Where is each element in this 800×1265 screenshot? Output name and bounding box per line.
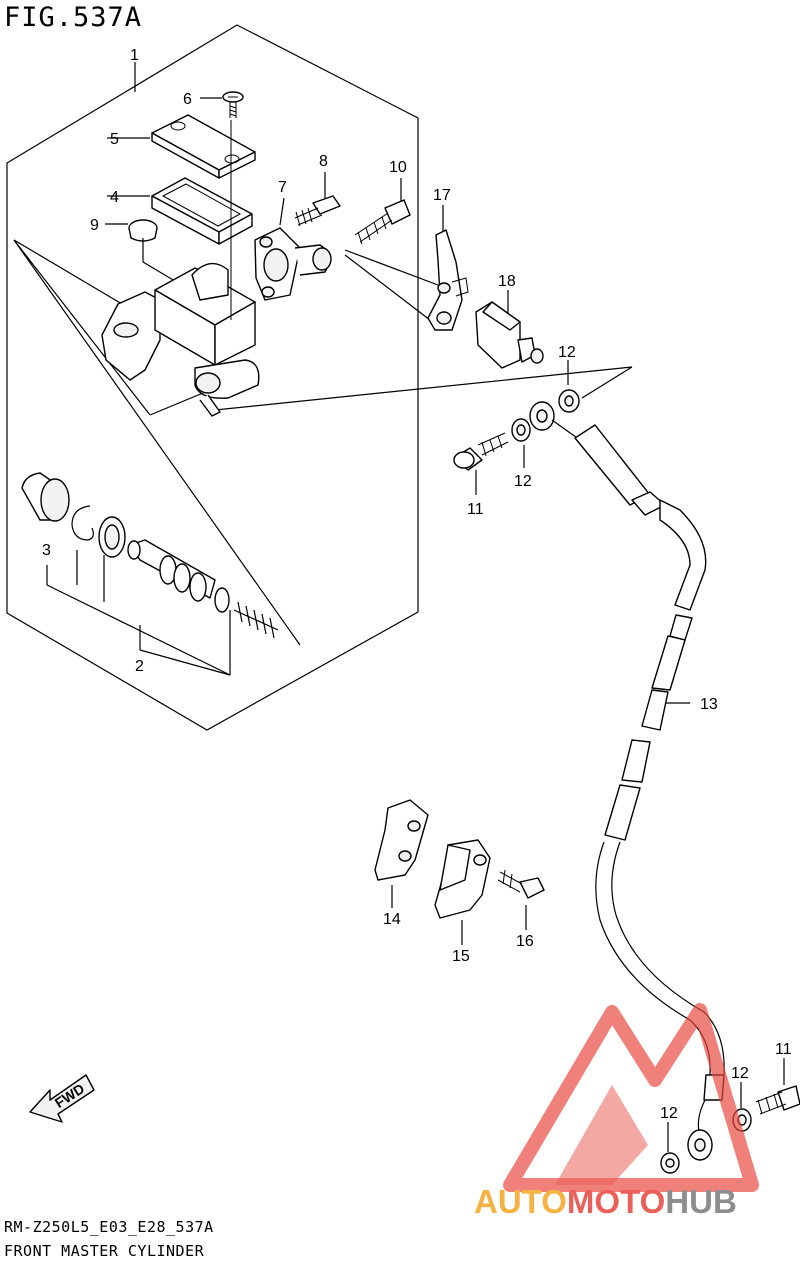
guide-lines	[13, 62, 785, 1152]
bolt-part-8	[294, 195, 341, 227]
callout-9: 9	[90, 217, 99, 234]
diaphragm-plate-part-4	[151, 177, 253, 245]
callout-10: 10	[389, 159, 407, 176]
callout-11-lower: 11	[775, 1041, 792, 1058]
callout-2: 2	[135, 658, 144, 675]
bracket-part-14	[374, 799, 429, 881]
banjo-bolt-part-11-lower	[755, 1085, 800, 1115]
washer	[98, 516, 126, 558]
boot-part-3	[21, 472, 70, 522]
reservoir-cap-part-5	[151, 114, 256, 179]
piston-part-2	[127, 539, 279, 639]
figure-title: FIG.537A	[4, 2, 143, 33]
callout-4: 4	[110, 189, 119, 206]
callout-8: 8	[319, 153, 328, 170]
model-code: RM-Z250L5_E03_E28_537A	[4, 1218, 214, 1236]
callout-3: 3	[42, 542, 51, 559]
callout-12-lower-right: 12	[731, 1065, 749, 1082]
washer-part-12-lower-b	[660, 1152, 680, 1174]
callout-12-lower-left: 12	[660, 1105, 678, 1122]
watermark-hub: HUB	[665, 1183, 737, 1220]
callout-18: 18	[498, 273, 516, 290]
callout-1: 1	[130, 47, 139, 64]
callout-17: 17	[433, 187, 451, 204]
callout-11-upper: 11	[467, 501, 484, 518]
sight-glass-part-9	[128, 219, 191, 291]
master-cylinder-body	[101, 120, 260, 417]
svg-text:AUTOMOTOHUB: AUTOMOTOHUB	[474, 1183, 737, 1220]
bolt-part-16	[497, 869, 545, 899]
automotohub-watermark: AUTOMOTOHUB	[474, 1003, 759, 1220]
lever-holder-part-7	[254, 227, 332, 301]
section-name: FRONT MASTER CYLINDER	[4, 1242, 205, 1260]
callout-labels: 1 2 3 4 5 6 7 8 9 10 11 11 12 12 12 12 1…	[42, 47, 792, 1122]
callout-7: 7	[278, 179, 287, 196]
callout-15: 15	[452, 948, 470, 965]
screw-part-6	[222, 91, 244, 118]
washer-part-12-upper-b	[558, 389, 580, 413]
watermark-auto: AUTO	[474, 1183, 567, 1220]
brake-hose-part-13	[529, 401, 725, 1161]
switch-part-18	[475, 301, 544, 369]
washer-part-12-upper-a	[511, 418, 531, 442]
callout-6: 6	[183, 91, 192, 108]
callout-12-upper-left: 12	[514, 473, 532, 490]
bolt-part-10	[354, 199, 411, 245]
callout-5: 5	[110, 131, 119, 148]
fwd-direction-arrow: FWD	[29, 1074, 95, 1123]
callout-16: 16	[516, 933, 534, 950]
callout-13: 13	[700, 696, 718, 713]
circlip	[71, 505, 94, 541]
assembly-outline	[6, 24, 419, 731]
lever-part-17	[427, 229, 469, 331]
bracket-part-15	[434, 839, 491, 919]
banjo-bolt-part-11	[453, 432, 509, 471]
watermark-moto: MOTO	[567, 1183, 665, 1220]
callout-14: 14	[383, 911, 401, 928]
callout-12-upper-right: 12	[558, 344, 576, 361]
